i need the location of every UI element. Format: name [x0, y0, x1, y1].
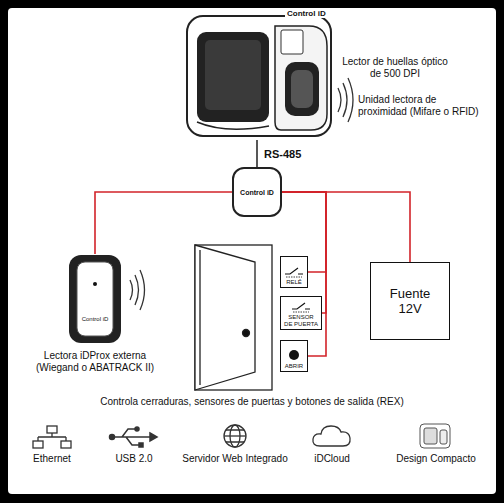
switch-symbol [284, 264, 304, 278]
icon-ethernet [33, 426, 71, 448]
rs485-line [256, 140, 257, 167]
brand-logo: Control iD [240, 189, 274, 196]
reader-label: Lectora iDProx externa (Wiegand o ABATRA… [30, 350, 160, 374]
switch-link [286, 276, 302, 277]
door [195, 245, 272, 390]
exit-button-box: ABRIR [280, 340, 308, 372]
fingerprint-window [285, 62, 319, 116]
box-label: SENSOR DE PUERTA [284, 314, 318, 327]
feature-label: USB 2.0 [104, 453, 164, 465]
button-dot [289, 350, 299, 360]
button-symbol [284, 348, 304, 362]
switch-symbol [291, 299, 311, 313]
device-screen [205, 40, 261, 110]
relay-box: RELÉ [280, 256, 308, 288]
wire [95, 192, 232, 254]
device-housing [187, 16, 331, 136]
reader-housing [69, 255, 121, 343]
power-supply-box: Fuente 12V [370, 262, 450, 340]
door-sensor-box: SENSOR DE PUERTA [280, 296, 322, 330]
brand-logo: Control iD [285, 9, 328, 18]
device-sensor-housing [275, 26, 327, 130]
feature-label: Ethernet [22, 453, 82, 465]
device-display [281, 30, 303, 54]
icon-globe [224, 425, 246, 447]
switch-contacts [292, 303, 310, 309]
controller-module: Control iD [232, 167, 282, 217]
external-reader [68, 254, 122, 344]
fingerprint-terminal: Control iD [185, 10, 333, 140]
brand-logo: Control iD [68, 316, 122, 322]
feature-label: iDCloud [302, 453, 362, 465]
wire [282, 192, 410, 262]
callout-label: Lector de huellas óptico de 500 DPI [336, 56, 454, 80]
switch-contacts [285, 268, 303, 274]
fingerprint-prism [291, 70, 313, 108]
callout-label: Unidad lectora de proximidad (Mifare o R… [358, 94, 486, 118]
reader-face [77, 262, 113, 336]
switch-link [293, 312, 309, 313]
fingerprint-device [185, 10, 333, 140]
reader-led [93, 282, 97, 286]
external-reader-node: Control iDLectora iDProx externa (Wiegan… [68, 254, 122, 344]
box-label: RELÉ [286, 279, 302, 286]
wire [282, 192, 326, 313]
icon-cloud [313, 426, 350, 446]
feature-label: Servidor Web Integrado [170, 453, 300, 465]
psu-label: Fuente 12V [384, 286, 436, 316]
feature-label: Design Compacto [384, 453, 488, 465]
device-base [197, 122, 269, 129]
edge-label: RS-485 [262, 148, 303, 160]
icon-usb [110, 427, 158, 447]
box-label: ABRIR [285, 363, 303, 370]
device-screen-frame [197, 32, 269, 122]
icon-compact-device [420, 424, 450, 448]
caption: Controla cerraduras, sensores de puertas… [20, 396, 484, 408]
